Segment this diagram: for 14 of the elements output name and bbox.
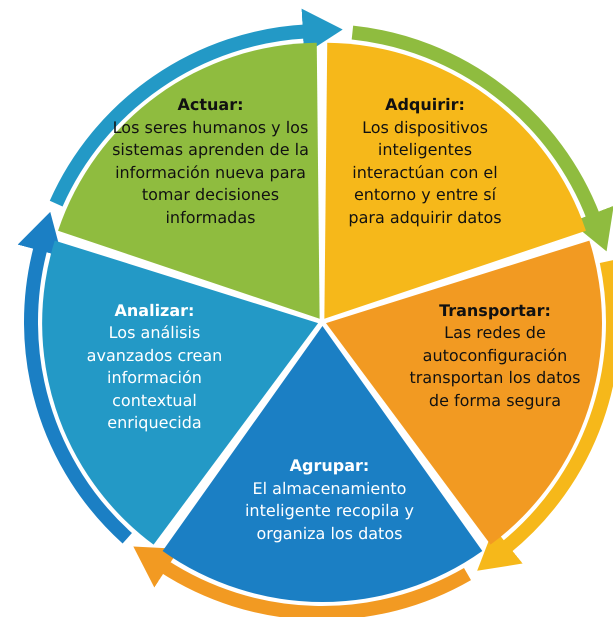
cycle-arrow — [351, 26, 613, 250]
stage-heading: Adquirir: — [384, 94, 466, 116]
cycle-arrow — [132, 548, 471, 617]
stage-description: El almacenamiento inteligente recopila y organiza los datos — [244, 478, 415, 544]
cycle-arrow — [50, 9, 343, 207]
stage-description: Los análisis avanzados crean información contextual enriquecida — [86, 322, 224, 434]
cycle-arrow — [18, 211, 132, 544]
stage-description: Las redes de autoconfiguración transportan los datos de forma segura — [408, 322, 582, 412]
stage-heading: Analizar: — [114, 300, 196, 322]
stage-heading: Agrupar: — [288, 455, 370, 477]
cycle-arrow — [478, 260, 613, 572]
stage-heading: Actuar: — [176, 94, 244, 116]
stage-heading: Transportar: — [438, 300, 552, 322]
stage-description: Los dispositivos inteligentes interactúan con el entorno y entre sí para adquirir datos — [347, 116, 503, 228]
